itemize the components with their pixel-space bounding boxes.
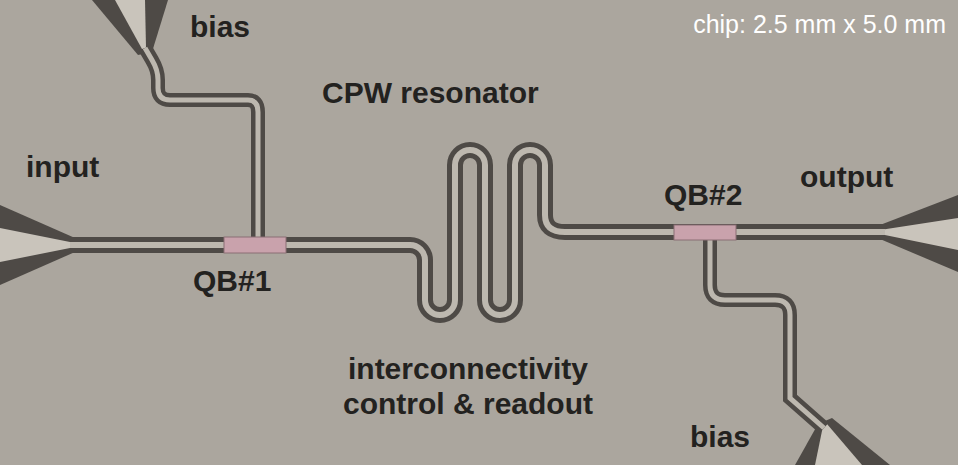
- bias-launcher-center: [115, 0, 146, 49]
- qubit-junction: [224, 237, 286, 253]
- output-launcher-center: [880, 218, 958, 250]
- output-launcher: [880, 195, 958, 272]
- cpw-line-gap: [70, 150, 885, 315]
- chip-size-note: chip: 2.5 mm x 5.0 mm: [693, 10, 946, 39]
- bias-launcher: [795, 418, 890, 465]
- function-label: interconnectivity control & readout: [293, 352, 643, 421]
- input-launcher: [0, 205, 75, 285]
- bias-line-center: [710, 232, 824, 428]
- bias-launcher: [92, 0, 168, 55]
- input-launcher-center: [0, 228, 75, 262]
- part-label: CPW resonator: [322, 76, 539, 111]
- qubit-label: QB#1: [193, 264, 271, 299]
- port-label: input: [26, 150, 99, 185]
- port-label: output: [800, 160, 893, 195]
- bias-line-gap: [710, 232, 824, 428]
- qubit-junction: [674, 225, 736, 240]
- cpw-line-center: [70, 150, 885, 315]
- bias-line-center: [145, 48, 258, 240]
- bias-line-gap: [145, 48, 258, 240]
- qubit-label: QB#2: [664, 178, 742, 213]
- line-label: bias: [190, 10, 250, 45]
- line-label: bias: [690, 420, 750, 455]
